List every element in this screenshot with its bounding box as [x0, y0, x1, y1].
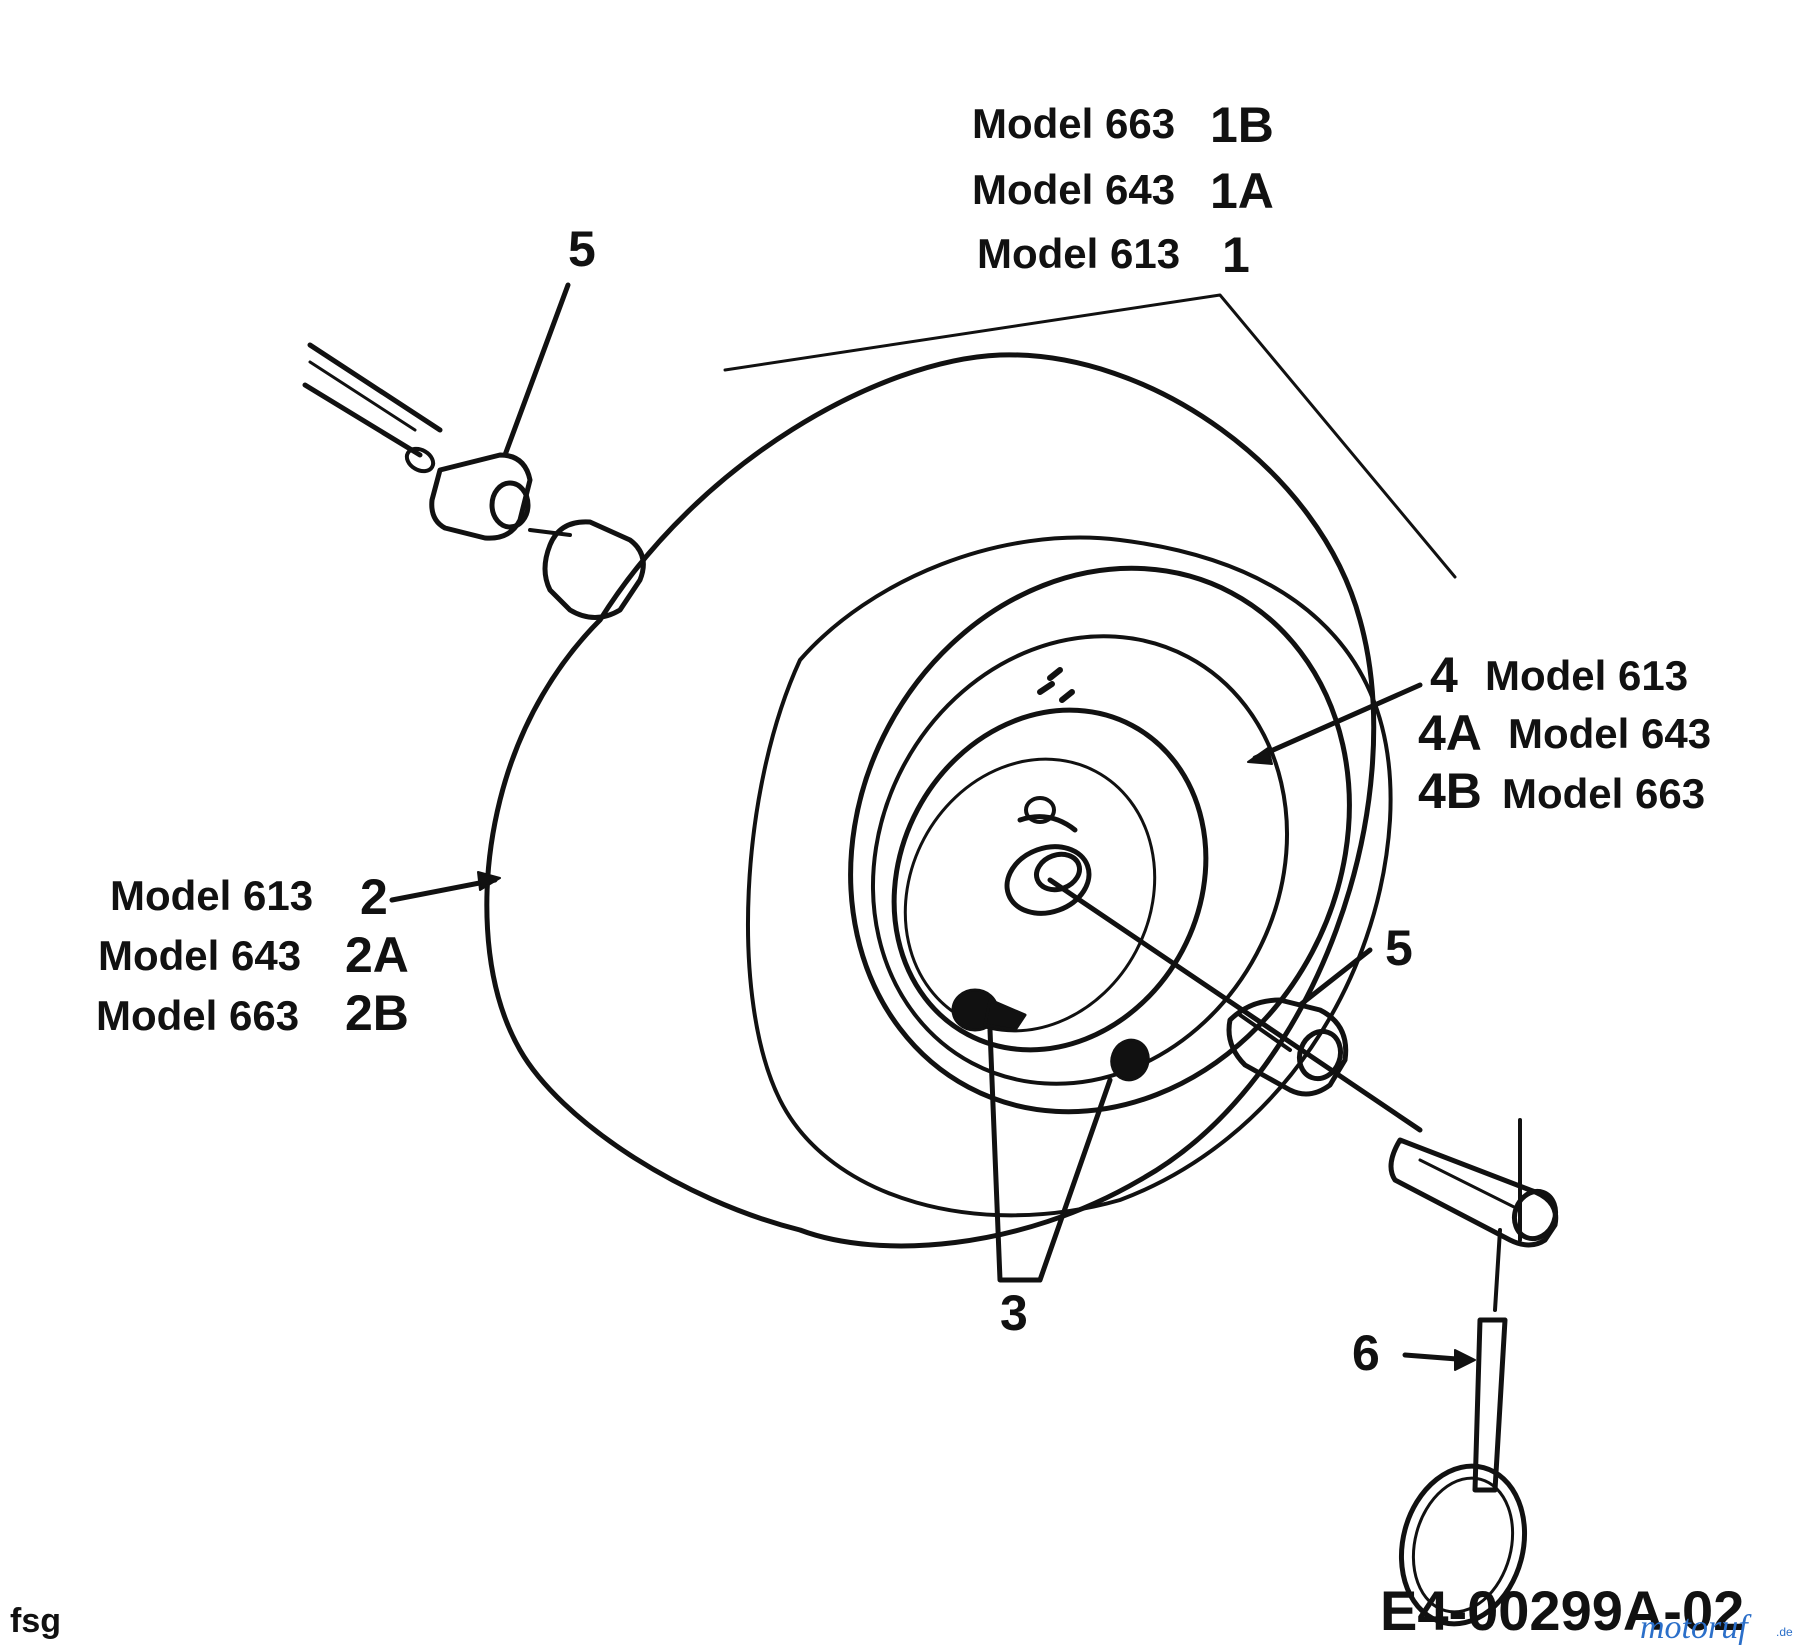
axle-shaft-right [1047, 877, 1423, 1133]
label-model: Model 643 [98, 932, 301, 979]
top-label-group: Model 663 1B Model 643 1A Model 613 1 [972, 97, 1274, 283]
label-ref: 4 [1430, 647, 1458, 703]
label-ref: 4B [1418, 763, 1482, 819]
label-ref: 2 [360, 869, 388, 925]
watermark-suffix: .de [1776, 1625, 1793, 1639]
axle-end [1388, 1118, 1559, 1248]
label-model: Model 613 [977, 230, 1180, 277]
callout-5-top: 5 [568, 221, 596, 277]
label-ref: 2A [345, 927, 409, 983]
lug-nuts [951, 796, 1150, 1082]
leader-lines [389, 282, 1476, 1371]
spacer-collar-left [429, 452, 572, 541]
drawing-number: E4-00299A-02 [1380, 1579, 1744, 1642]
left-label-group: Model 613 2 Model 643 2A Model 663 2B [96, 869, 409, 1041]
hitch-pin [1398, 1228, 1528, 1627]
spacer-collar-right [1226, 997, 1349, 1097]
label-model: Model 613 [110, 872, 313, 919]
label-ref: 1B [1210, 97, 1274, 153]
label-model: Model 643 [972, 166, 1175, 213]
watermark: motoruf [1640, 1609, 1752, 1646]
footer-left-code: fsg [10, 1602, 61, 1640]
callout-6: 6 [1352, 1325, 1380, 1381]
rim [848, 565, 1352, 1115]
hub-center [1004, 814, 1092, 916]
label-model: Model 663 [1502, 770, 1705, 817]
tire [484, 352, 1393, 1249]
label-ref: 4A [1418, 705, 1482, 761]
axle-shaft-left [302, 342, 443, 474]
label-model: Model 613 [1485, 652, 1688, 699]
label-model: Model 663 [972, 100, 1175, 147]
callout-3: 3 [1000, 1285, 1028, 1341]
label-ref: 1A [1210, 163, 1274, 219]
label-ref: 1 [1222, 227, 1250, 283]
callout-5-right: 5 [1385, 920, 1413, 976]
hub-bushing-left [542, 519, 646, 620]
label-model: Model 663 [96, 992, 299, 1039]
label-ref: 2B [345, 985, 409, 1041]
label-model: Model 643 [1508, 710, 1711, 757]
right-label-group: 4 Model 613 4A Model 643 4B Model 663 [1418, 647, 1711, 819]
